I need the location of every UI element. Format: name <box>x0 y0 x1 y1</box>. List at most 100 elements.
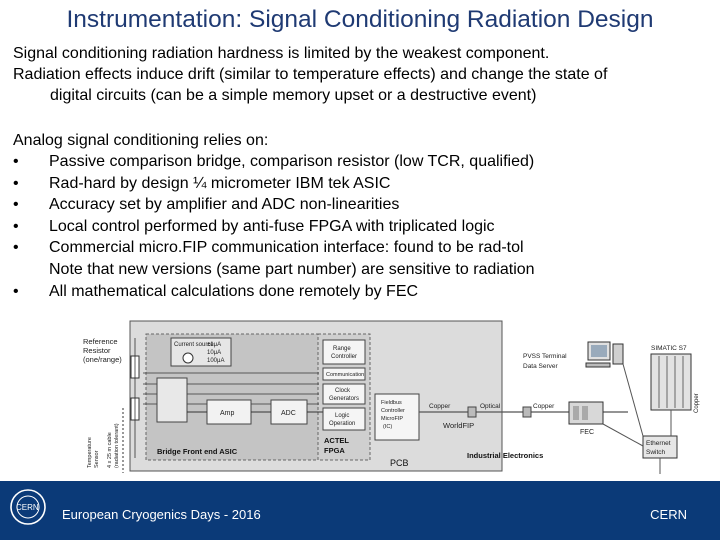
current-source-title: Current source <box>174 342 214 348</box>
list-title: Analog signal conditioning relies on: <box>13 132 269 149</box>
list-item: • Accuracy set by amplifier and ADC non-l… <box>13 194 713 216</box>
current-value: 100μA <box>207 358 224 364</box>
keyboard-icon <box>585 362 611 368</box>
fec-slot <box>582 406 588 420</box>
event-name: European Cryogenics Days - 2016 <box>62 507 261 522</box>
ts-line: Temperature <box>87 437 93 468</box>
fec-slot <box>573 406 579 420</box>
fieldbus-controller-box <box>374 393 420 441</box>
list-item-text: Accuracy set by amplifier and ADC non-li… <box>49 196 400 214</box>
ethernet-cable <box>602 423 644 447</box>
logic-operation-box <box>322 407 366 431</box>
cern-logo-icon: CERN <box>10 489 46 525</box>
list-item-text: Local control performed by anti-fuse FPG… <box>49 217 495 235</box>
fpga-line: FPGA <box>324 446 345 455</box>
bullet-marker: • <box>13 217 19 235</box>
lo-line: Logic <box>335 413 349 419</box>
actel-fpga-label: ACTEL FPGA <box>324 436 351 455</box>
ref-line: (one/range) <box>83 355 122 364</box>
cable-label: 4 x 25 m cable (radiation tolerant) <box>107 423 120 468</box>
logo-text: CERN <box>16 503 39 512</box>
architecture-diagram: Reference Resistor (one/range) Current s… <box>83 320 700 474</box>
communication-label: Communication <box>326 372 364 378</box>
pvss-label: PVSS Terminal Data Server <box>523 353 568 370</box>
fpga-line: ACTEL <box>324 436 349 445</box>
current-source-symbol <box>182 352 194 364</box>
worldfip-label: WorldFIP <box>443 421 474 430</box>
logic-operation-label: Logic Operation <box>329 413 355 427</box>
fc-line: Controller <box>381 408 405 414</box>
adc-label: ADC <box>281 410 296 417</box>
temperature-sensor-label: Temperature Sensor <box>87 436 100 468</box>
intro-line: Signal conditioning radiation hardness i… <box>13 45 550 62</box>
current-value: 10μA <box>207 350 221 356</box>
computer-tower-icon <box>612 343 624 365</box>
simatic-label: SIMATIC S7 <box>651 345 687 352</box>
slide-title: Instrumentation: Signal Conditioning Rad… <box>66 6 654 33</box>
fc-line: MicroFIP <box>381 416 403 422</box>
fec-label: FEC <box>580 429 594 436</box>
range-controller-box <box>322 339 366 365</box>
optical-converter <box>522 406 532 418</box>
list-item: • Passive comparison bridge, comparison r… <box>13 151 713 173</box>
fc-line: (IC) <box>383 424 392 430</box>
list-item-text: All mathematical calculations done remot… <box>49 282 419 300</box>
list-item: • All mathematical calculations done remo… <box>13 281 713 303</box>
amp-label: Amp <box>220 410 235 417</box>
intro-line: Radiation effects induce drift (similar … <box>13 66 608 83</box>
clock-generators-label: Clock Generators <box>329 388 359 402</box>
bullet-marker: • <box>13 282 19 300</box>
bullet-marker: • <box>13 174 19 192</box>
fieldbus-controller-label: Fieldbus Controller MicroFIP (IC) <box>381 400 406 430</box>
simatic-plc-icon <box>650 353 692 411</box>
rc-line: Range <box>333 346 351 352</box>
es-line: Ethernet <box>646 440 671 447</box>
copper-label: Copper <box>429 403 451 410</box>
cl-line: 4 x 25 m cable <box>107 432 113 468</box>
copper-label: Copper <box>533 403 555 410</box>
cg-line: Generators <box>329 396 359 402</box>
clock-generators-box <box>322 383 366 405</box>
mux-box <box>156 377 188 423</box>
intro-paragraph: Signal conditioning radiation hardness i… <box>13 43 713 106</box>
pvss-line: Data Server <box>523 363 559 370</box>
cl-line: (radiation tolerant) <box>114 423 120 468</box>
current-source-box <box>170 337 232 367</box>
list-item: • Local control performed by anti-fuse FP… <box>13 216 713 238</box>
rc-line: Controller <box>331 354 357 360</box>
monitor-screen <box>591 345 607 357</box>
cg-line: Clock <box>335 388 351 394</box>
adc-box <box>270 399 308 425</box>
ethernet-cable <box>622 363 644 437</box>
range-controller-label: Range Controller <box>331 346 357 360</box>
list-item-text: Passive comparison bridge, comparison re… <box>49 153 535 170</box>
bullet-list: • Passive comparison bridge, comparison r… <box>13 151 713 302</box>
es-line: Switch <box>646 449 666 456</box>
bridge-label: Bridge Front end ASIC <box>157 447 238 456</box>
ref-line: Reference <box>83 337 118 346</box>
copper-vertical-label: Copper <box>694 393 700 413</box>
ethernet-switch-label: Ethernet Switch <box>646 440 672 456</box>
footer-band: CERN European Cryogenics Days - 2016 CER… <box>0 481 720 540</box>
ts-line: Sensor <box>94 450 100 468</box>
pvss-line: PVSS Terminal <box>523 353 567 360</box>
intro-line: digital circuits (can be a simple memory… <box>50 87 537 104</box>
list-item: • Rad-hard by design ¼ micrometer IBM tek… <box>13 173 713 195</box>
organization-name: CERN <box>650 507 687 522</box>
bullet-marker: • <box>13 239 19 257</box>
current-value: ±1μA <box>207 342 221 348</box>
bullet-marker: • <box>13 153 19 170</box>
lo-line: Operation <box>329 421 355 427</box>
list-item-text: Commercial micro.FIP communication inter… <box>49 239 524 257</box>
list-item-text: Rad-hard by design ¼ micrometer IBM tek … <box>49 174 391 192</box>
optical-label: Optical <box>480 403 501 410</box>
list-item: • Commercial micro.FIP communication inte… <box>13 237 713 259</box>
bullet-marker: • <box>13 196 19 214</box>
ref-line: Resistor <box>83 346 111 355</box>
optical-converter <box>467 406 477 418</box>
fc-line: Fieldbus <box>381 400 402 406</box>
reference-resistor-label: Reference Resistor (one/range) <box>83 337 122 364</box>
list-item-note: Note that new versions (same part number… <box>49 260 535 278</box>
communication-box <box>322 367 366 381</box>
pcb-label: PCB <box>390 458 409 468</box>
